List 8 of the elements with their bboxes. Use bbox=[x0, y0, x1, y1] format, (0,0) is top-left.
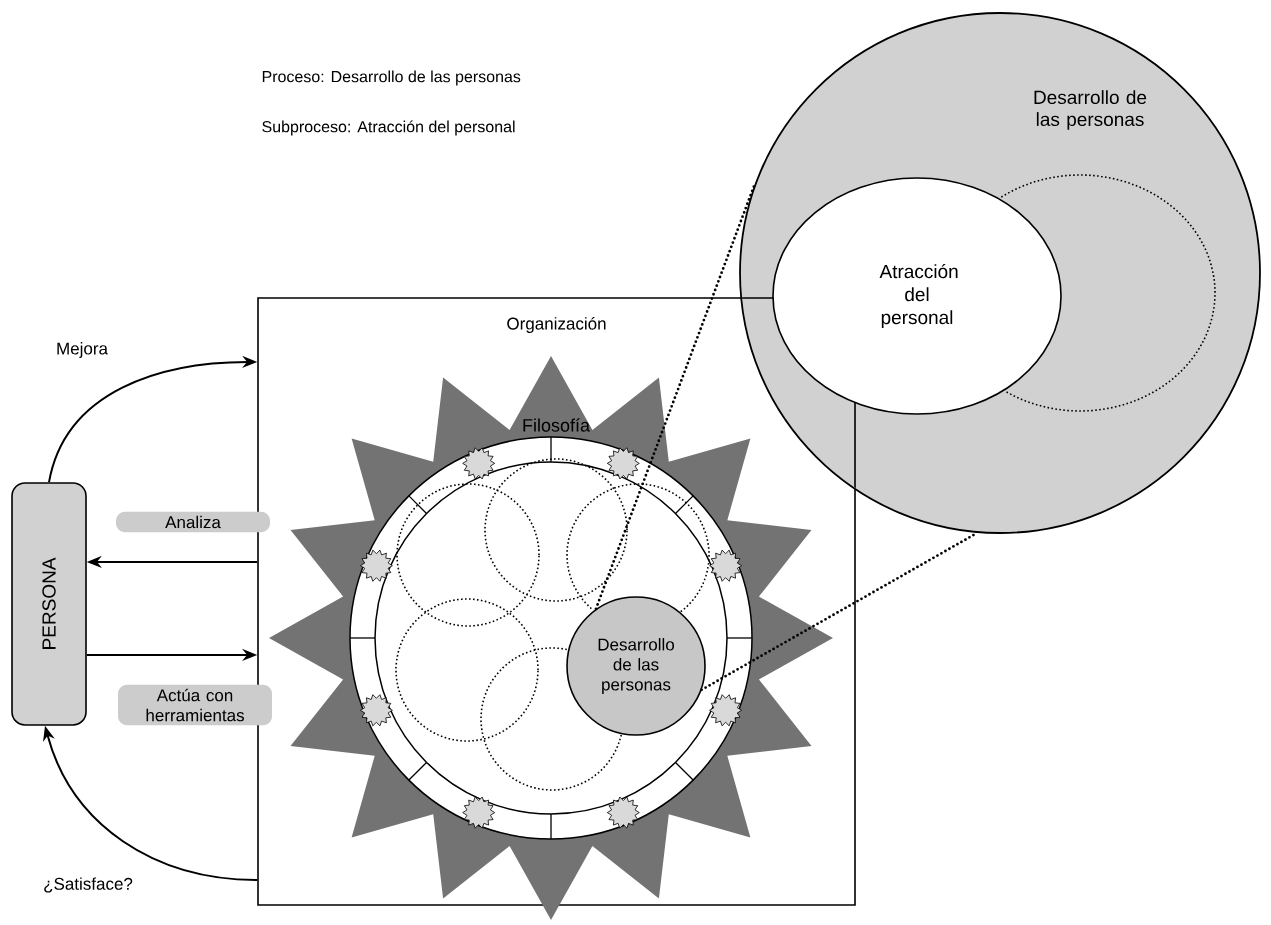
heading-text: Proceso: Desarrollo de las personas bbox=[262, 70, 521, 86]
edge-label: ¿Satisface? bbox=[44, 877, 133, 893]
edge-label: Analiza bbox=[116, 511, 270, 533]
edge-label: Mejora bbox=[57, 342, 108, 358]
edge-label: Actúa con herramientas bbox=[118, 684, 272, 726]
heading-text: Subproceso: Atracción del personal bbox=[262, 120, 515, 136]
person-box: PERSONA bbox=[11, 482, 87, 726]
dotted-leader-line bbox=[594, 182, 757, 611]
